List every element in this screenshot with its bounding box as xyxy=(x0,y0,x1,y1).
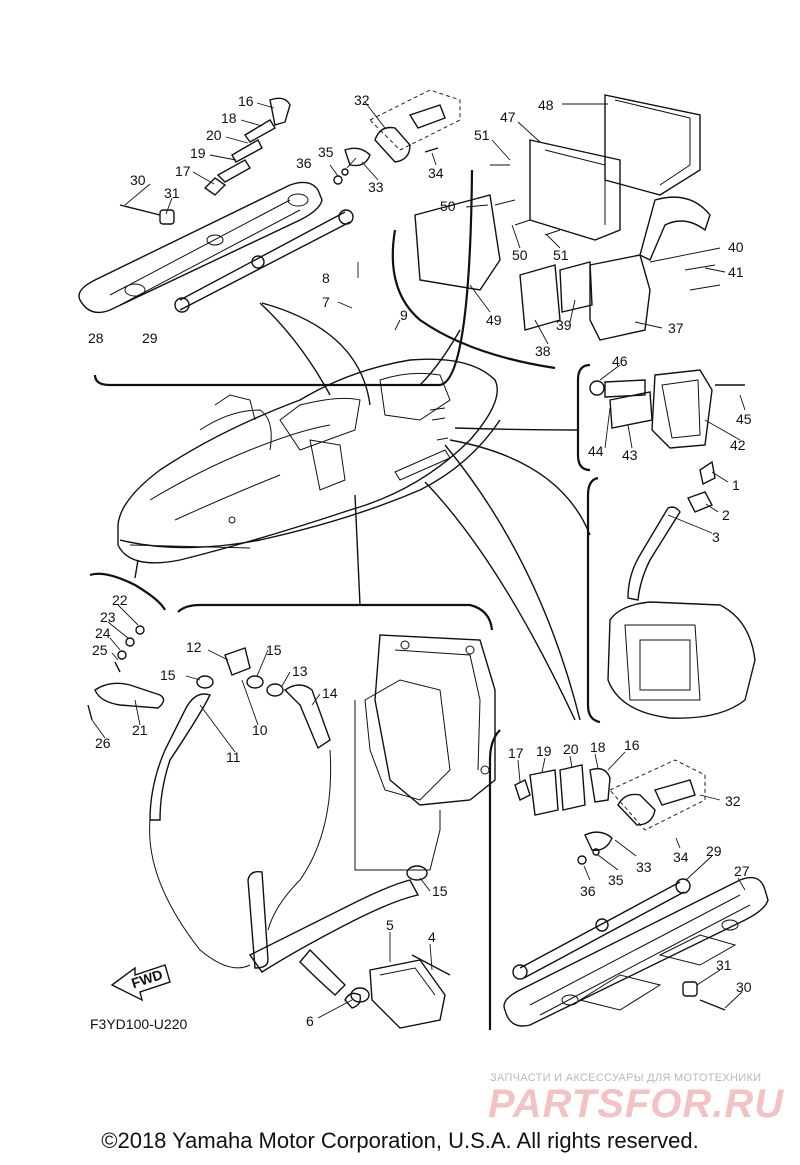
callout-35b: 35 xyxy=(608,872,624,888)
callout-23: 23 xyxy=(100,609,116,625)
frame-top-right xyxy=(391,229,556,370)
callout-46: 46 xyxy=(612,353,628,369)
fwd-arrow: FWD xyxy=(110,964,171,1002)
callout-numbers: 16 18 20 19 17 30 31 36 35 32 33 34 48 4… xyxy=(88,92,752,1029)
callout-14: 14 xyxy=(322,685,338,701)
callout-31b: 31 xyxy=(716,957,732,973)
callout-50a: 50 xyxy=(440,198,456,214)
callout-36b: 36 xyxy=(580,883,596,899)
callout-44: 44 xyxy=(588,443,604,459)
callout-35: 35 xyxy=(318,144,334,160)
callout-29: 29 xyxy=(142,330,158,346)
callout-41: 41 xyxy=(728,264,744,280)
callout-31: 31 xyxy=(164,185,180,201)
reference-arrows xyxy=(134,302,591,721)
callout-24: 24 xyxy=(95,625,111,641)
callout-3: 3 xyxy=(712,529,720,545)
diagram-code: F3YD100-U220 xyxy=(90,1016,188,1032)
frame-lower-mid xyxy=(177,603,494,631)
frame-bottom-right xyxy=(488,729,501,1030)
callout-26: 26 xyxy=(95,735,111,751)
callout-21: 21 xyxy=(132,722,148,738)
callout-25: 25 xyxy=(92,642,108,658)
callout-16b: 16 xyxy=(624,737,640,753)
callout-37: 37 xyxy=(668,320,684,336)
callout-11: 11 xyxy=(226,749,241,765)
callout-33b: 33 xyxy=(636,859,652,875)
watermark-brand: PARTSFOR.RU xyxy=(488,1082,785,1126)
hose-assembly xyxy=(149,647,428,1003)
callout-38: 38 xyxy=(535,343,551,359)
callout-15c: 15 xyxy=(432,883,448,899)
handle-assembly-bottom xyxy=(503,759,769,1027)
callout-1: 1 xyxy=(732,477,740,493)
frame-right-lower xyxy=(586,476,601,724)
callout-34b: 34 xyxy=(673,849,689,865)
callout-34: 34 xyxy=(428,165,444,181)
cover-right-mid xyxy=(589,369,745,449)
frame-top-left xyxy=(93,169,474,387)
electrical-box-bottom xyxy=(344,954,451,1029)
watermark-tagline: ЗАПЧАСТИ И АКСЕССУАРЫ ДЛЯ МОТОТЕХНИКИ xyxy=(490,1072,762,1084)
callout-6: 6 xyxy=(306,1013,314,1029)
callout-50b: 50 xyxy=(512,247,528,263)
callout-33: 33 xyxy=(368,179,384,195)
handle-assembly-top xyxy=(78,97,354,314)
callout-32b: 32 xyxy=(725,793,741,809)
callout-2: 2 xyxy=(722,507,730,523)
callout-13: 13 xyxy=(292,663,308,679)
callout-29b: 29 xyxy=(706,843,722,859)
callout-19: 19 xyxy=(190,145,206,161)
callout-12: 12 xyxy=(186,639,202,655)
leader-lines xyxy=(91,101,746,1019)
callout-42: 42 xyxy=(730,437,746,453)
callout-17: 17 xyxy=(175,163,191,179)
watercraft-hull xyxy=(117,358,501,564)
frame-right-mid xyxy=(576,363,591,472)
callout-15a: 15 xyxy=(160,667,176,683)
callout-7: 7 xyxy=(322,294,330,310)
intake-duct xyxy=(354,634,496,871)
callout-45: 45 xyxy=(736,411,752,427)
callout-15b: 15 xyxy=(266,642,282,658)
callout-40: 40 xyxy=(728,239,744,255)
callout-17b: 17 xyxy=(508,745,524,761)
jet-pump-assembly xyxy=(607,460,756,719)
bracket-left xyxy=(87,625,165,721)
callout-36: 36 xyxy=(296,155,312,171)
callout-51b: 51 xyxy=(553,247,569,263)
callout-49: 49 xyxy=(486,312,502,328)
storage-covers-top-right xyxy=(414,94,721,341)
callout-27: 27 xyxy=(734,863,750,879)
callout-39: 39 xyxy=(556,317,572,333)
callout-51a: 51 xyxy=(474,127,490,143)
callout-30b: 30 xyxy=(736,979,752,995)
callout-10: 10 xyxy=(252,722,268,738)
callout-9: 9 xyxy=(400,307,408,323)
callout-30: 30 xyxy=(130,172,146,188)
callout-47: 47 xyxy=(500,109,516,125)
copyright-notice: ©2018 Yamaha Motor Corporation, U.S.A. A… xyxy=(101,1128,699,1153)
callout-19b: 19 xyxy=(536,743,552,759)
callout-20: 20 xyxy=(206,127,222,143)
callout-28: 28 xyxy=(88,330,104,346)
callout-18b: 18 xyxy=(590,739,606,755)
frame-left-small xyxy=(89,572,166,611)
callout-48: 48 xyxy=(538,97,554,113)
callout-5: 5 xyxy=(386,917,394,933)
callout-32: 32 xyxy=(354,92,370,108)
callout-22: 22 xyxy=(112,592,128,608)
callout-16: 16 xyxy=(238,93,254,109)
callout-4: 4 xyxy=(428,929,436,945)
callout-8: 8 xyxy=(322,270,330,286)
callout-18: 18 xyxy=(221,110,237,126)
callout-43: 43 xyxy=(622,447,638,463)
callout-20b: 20 xyxy=(563,741,579,757)
